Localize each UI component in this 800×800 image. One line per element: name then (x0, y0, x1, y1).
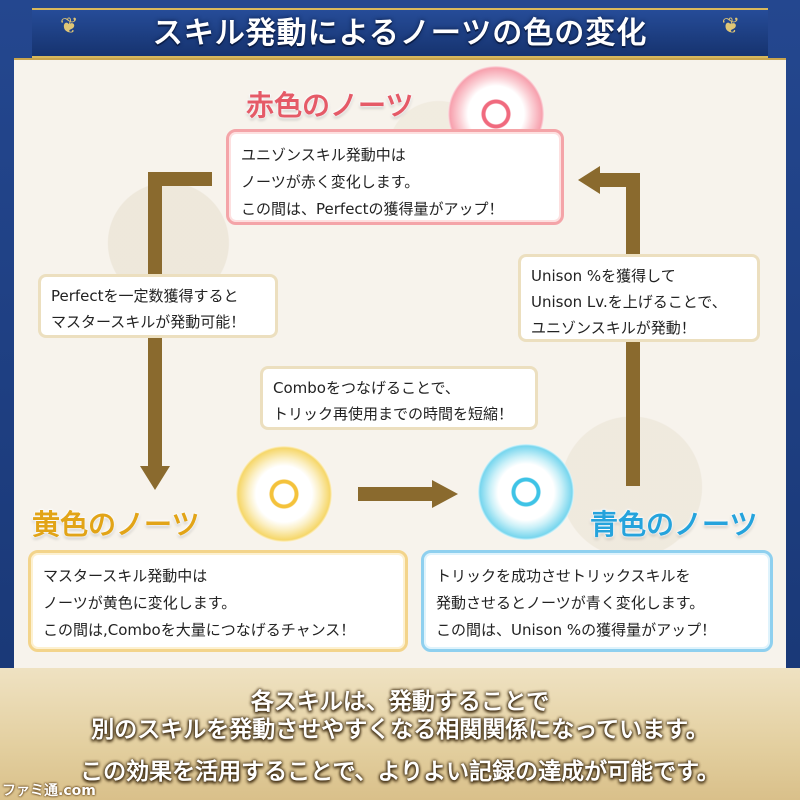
blue-note-icon (478, 444, 574, 540)
bottom-band (0, 668, 800, 800)
arrow-yellow-to-blue-head (432, 480, 458, 508)
yellow-description-line: マスタースキル発動中は (43, 567, 208, 585)
blue-description-line: この間は、Unison %の獲得量がアップ！ (436, 621, 717, 639)
red-description-line: ユニゾンスキル発動中は (241, 146, 406, 164)
transition-note-line: Unison Lv.を上げることで、 (531, 293, 727, 311)
transition-note-line: Comboをつなげることで、 (273, 379, 460, 397)
arrow-red-to-yellow (148, 172, 212, 470)
yellow-note-label: 黄色のノーツ (31, 508, 200, 542)
summary-line-1: 各スキルは、発動することで (250, 689, 550, 715)
left-ornament-icon: ❦ (60, 14, 79, 39)
blue-description-line: 発動させるとノーツが青く変化します。 (436, 594, 705, 612)
arrow-blue-to-red (598, 173, 640, 486)
transition-note-middle: Comboをつなげることで、 トリック再使用までの時間を短縮！ (260, 366, 538, 430)
summary-line-2: 別のスキルを発動させやすくなる相関関係になっています。 (91, 717, 709, 743)
red-description-line: この間は、Perfectの獲得量がアップ！ (241, 200, 504, 218)
yellow-description-line: ノーツが黄色に変化します。 (43, 594, 237, 612)
blue-description-box: トリックを成功させトリックスキルを 発動させるとノーツが青く変化します。 この間… (421, 550, 773, 652)
arrow-blue-to-red-head (578, 166, 600, 194)
yellow-description-line: この間は,Comboを大量につなげるチャンス！ (43, 621, 356, 639)
red-description-box: ユニゾンスキル発動中は ノーツが赤く変化します。 この間は、Perfectの獲得… (226, 129, 564, 225)
yellow-description-box: マスタースキル発動中は ノーツが黄色に変化します。 この間は,Comboを大量に… (28, 550, 408, 652)
page-title: スキル発動によるノーツの色の変化 (152, 16, 648, 51)
blue-description-line: トリックを成功させトリックスキルを (436, 567, 691, 585)
title-banner (32, 8, 768, 58)
summary-line-3: この効果を活用することで、よりよい記録の達成が可能です。 (80, 759, 720, 785)
blue-note-label: 青色のノーツ (589, 508, 758, 542)
transition-note-line: トリック再使用までの時間を短縮！ (273, 405, 514, 423)
transition-note-line: Unison %を獲得して (531, 267, 676, 285)
transition-note-right: Unison %を獲得して Unison Lv.を上げることで、 ユニゾンスキル… (518, 254, 760, 342)
arrow-red-to-yellow-head (140, 466, 170, 490)
transition-note-line: ユニゾンスキルが発動！ (531, 319, 696, 337)
transition-note-line: マスタースキルが発動可能！ (51, 313, 246, 331)
yellow-note-icon (236, 446, 332, 542)
transition-note-line: Perfectを一定数獲得すると (51, 287, 239, 305)
site-watermark: ファミ通.com (2, 783, 96, 799)
transition-note-left: Perfectを一定数獲得すると マスタースキルが発動可能！ (38, 274, 278, 338)
right-ornament-icon: ❦ (721, 14, 740, 39)
red-note-label: 赤色のノーツ (245, 89, 414, 123)
red-description-line: ノーツが赤く変化します。 (241, 173, 420, 191)
